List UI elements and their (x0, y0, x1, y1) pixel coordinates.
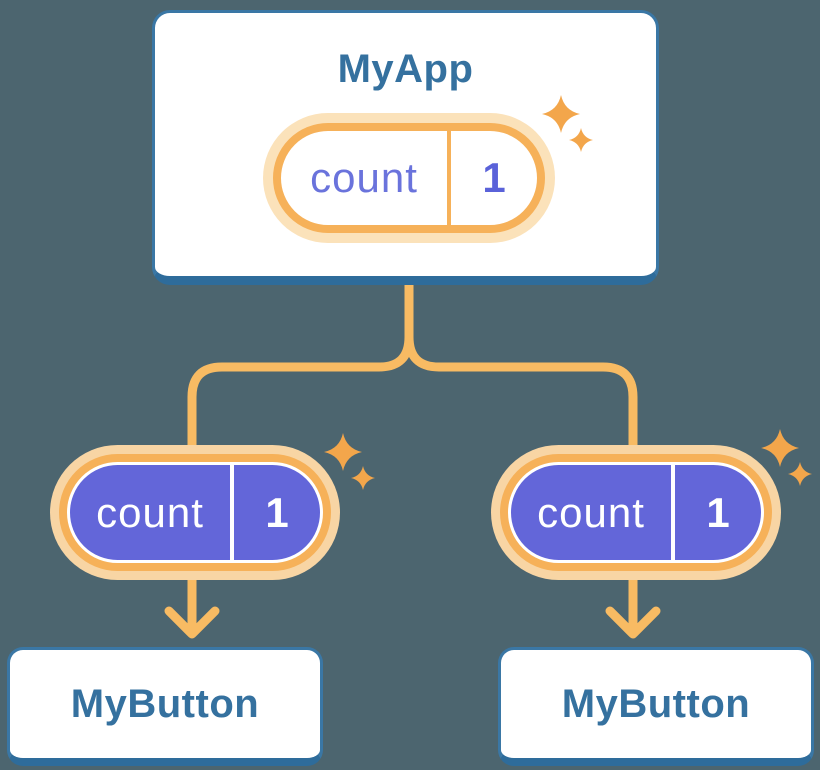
state-label: count (310, 154, 418, 201)
prop-pill-left: count 1 (67, 462, 323, 563)
prop-value: 1 (265, 488, 289, 536)
child-component-card-left: MyButton (7, 647, 323, 766)
arrow-down-icon (164, 606, 220, 639)
state-value: 1 (482, 154, 506, 201)
sparkle-icon (761, 429, 812, 486)
sparkle-icon (542, 95, 593, 152)
child-component-title: MyButton (70, 681, 260, 726)
child-component-title: MyButton (561, 681, 751, 726)
prop-value: 1 (706, 488, 730, 536)
arrow-down-icon (605, 606, 661, 639)
connector-parent-to-right-child (404, 281, 638, 629)
prop-label: count (537, 488, 645, 536)
pill-divider (230, 465, 234, 560)
prop-label: count (96, 488, 204, 536)
sparkle-icon (324, 433, 375, 490)
prop-pill-right: count 1 (508, 462, 764, 563)
parent-component-title: MyApp (337, 47, 474, 91)
child-component-card-right: MyButton (498, 647, 814, 766)
pill-divider (671, 465, 675, 560)
pill-divider (447, 131, 451, 225)
state-pill: count 1 (273, 123, 545, 233)
